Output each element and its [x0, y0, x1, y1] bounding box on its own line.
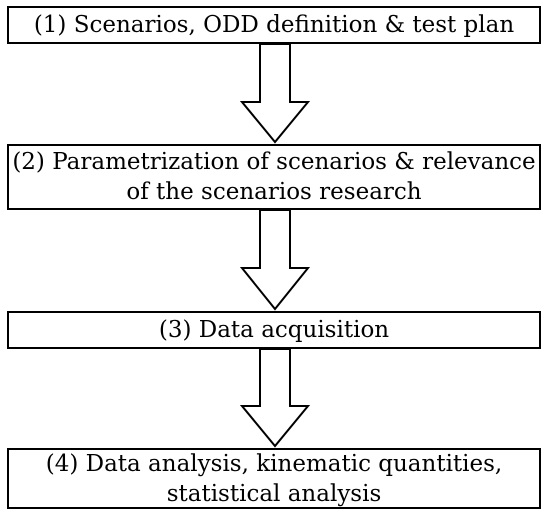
- step-4-box: (4) Data analysis, kinematic quantities,…: [7, 448, 541, 509]
- step-3-box: (3) Data acquisition: [7, 311, 541, 349]
- down-arrow-icon-1: [239, 43, 311, 144]
- down-arrow-icon-2: [239, 209, 311, 311]
- step-1-label: (1) Scenarios, ODD definition & test pla…: [33, 12, 515, 38]
- step-1-box: (1) Scenarios, ODD definition & test pla…: [7, 6, 541, 44]
- step-2-label-line-2: of the scenarios research: [126, 179, 422, 205]
- step-4-label-line-1: (4) Data analysis, kinematic quantities,: [45, 450, 503, 477]
- down-arrow-icon-3: [239, 348, 311, 448]
- step-2-box: (2) Parametrization of scenarios & relev…: [7, 144, 541, 210]
- step-4-label-line-2: statistical analysis: [166, 480, 382, 507]
- step-3-label: (3) Data acquisition: [158, 317, 390, 343]
- step-2-label-line-1: (2) Parametrization of scenarios & relev…: [12, 149, 536, 175]
